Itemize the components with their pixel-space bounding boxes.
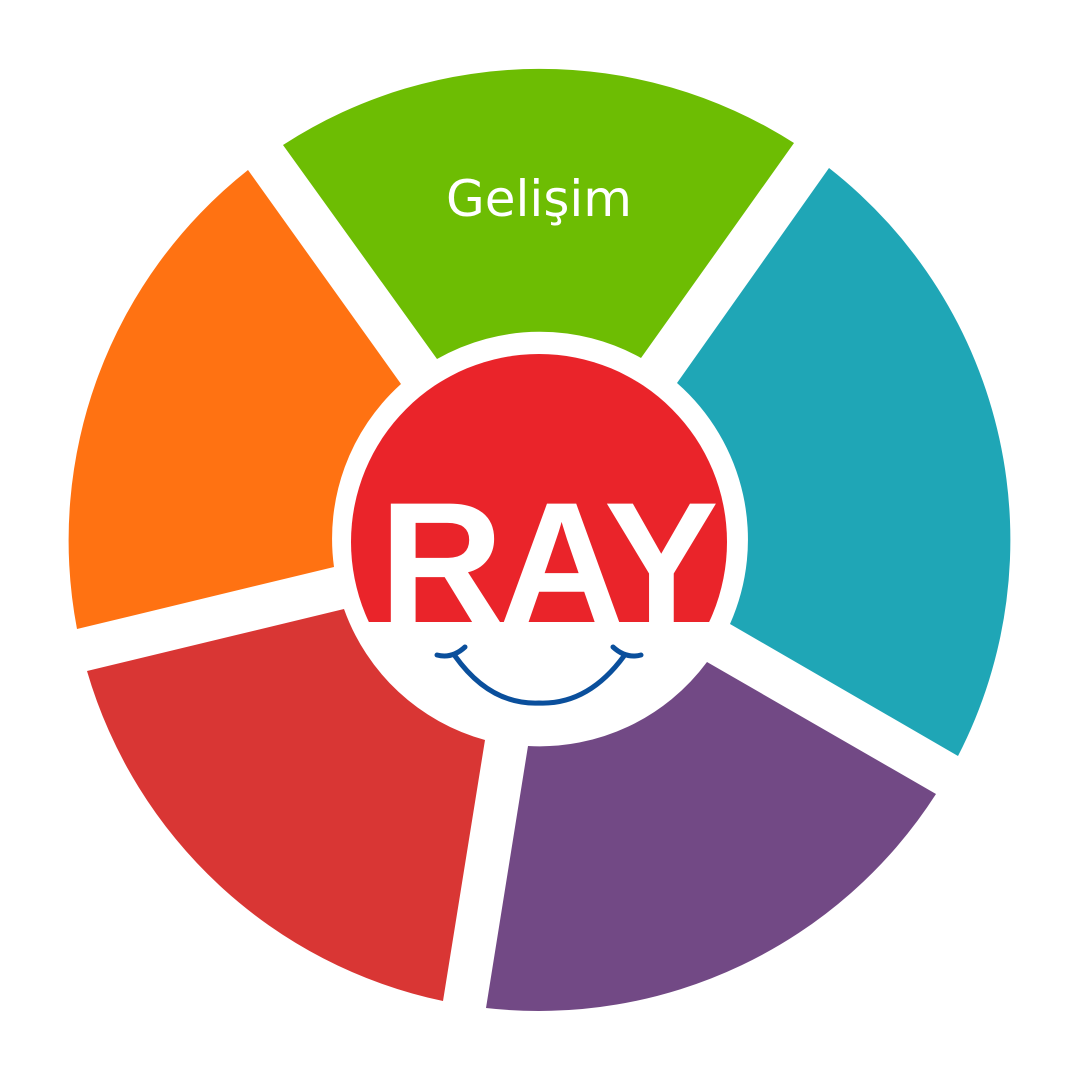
segment-gelisim[interactable] [283, 68, 794, 359]
segment-teal[interactable] [677, 168, 1011, 756]
logo-red-circle [351, 354, 727, 622]
segment-red[interactable] [87, 609, 485, 1001]
ray-logo: RAY [351, 354, 727, 706]
segment-label-gelisim: Gelişim [446, 170, 632, 228]
logo-text: RAY [379, 467, 716, 659]
smile-icon [434, 644, 644, 706]
segment-orange[interactable] [68, 170, 402, 629]
segment-purple[interactable] [486, 662, 936, 1011]
